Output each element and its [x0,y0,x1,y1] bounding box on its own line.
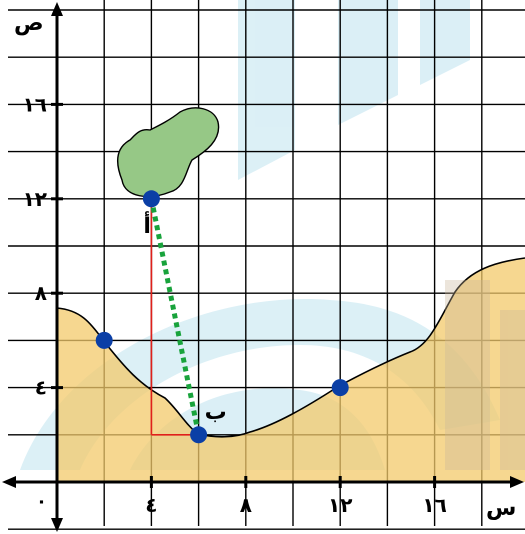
x-axis-arrow-left [2,476,16,488]
x-axis-label: س [486,496,516,521]
rock-shapes [445,280,525,470]
y-axis-label: ص [14,11,44,36]
x-tick-label: ١٢ [328,493,352,517]
y-axis-arrow-top [51,2,63,16]
y-tick-label: ١٦ [23,92,47,116]
y-tick-label: ١٢ [23,187,47,211]
origin-label: ٠ [36,491,47,512]
axis-ticks: ٤ ٨ ١٢ ١٦ ٤ ٨ ١٢ ١٦ [23,92,447,517]
segment-a-b [148,198,202,436]
bush-shape [117,107,220,198]
y-tick-label: ٨ [35,281,47,305]
terrain-point [95,331,113,349]
terrain-area [57,258,525,482]
terrain-point [331,379,349,397]
terrain-outline [56,257,525,438]
y-axis-arrow-bottom [51,518,63,532]
point-a-label: أ [143,210,151,239]
point-b-label: ب [205,400,227,425]
x-tick-label: ٤ [145,493,157,517]
point-a [142,190,160,208]
x-tick-label: ٨ [240,493,252,517]
x-tick-label: ١٦ [422,493,446,517]
points-layer [95,190,349,444]
y-tick-label: ٤ [35,376,47,400]
x-axis-arrow-right [510,476,524,488]
point-b [190,426,208,444]
